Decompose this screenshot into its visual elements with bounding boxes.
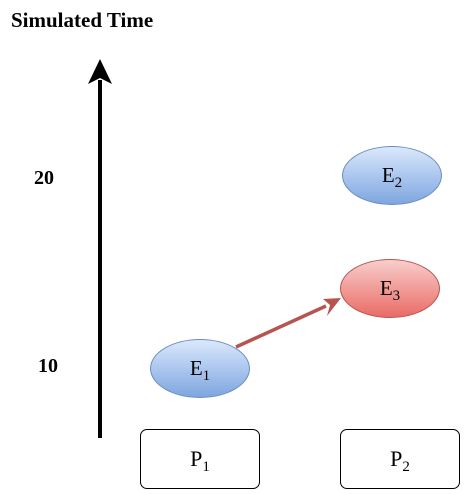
diagram-title: Simulated Time bbox=[11, 8, 154, 32]
event-e2-subscript: 2 bbox=[394, 175, 403, 191]
message-arrow-line bbox=[235, 304, 327, 349]
message-arrowhead bbox=[323, 298, 341, 316]
event-e2: E2 bbox=[342, 146, 442, 205]
event-e1-subscript: 1 bbox=[202, 368, 211, 384]
process-p1-label: P1 bbox=[190, 446, 210, 475]
process-p1-subscript: 1 bbox=[202, 459, 210, 475]
event-e1-label: E1 bbox=[189, 356, 211, 384]
process-p2-subscript: 2 bbox=[402, 459, 410, 475]
process-p2-label: P2 bbox=[390, 446, 410, 475]
process-p2-name: P bbox=[390, 446, 403, 471]
process-p2: P2 bbox=[340, 429, 460, 489]
event-e3: E3 bbox=[340, 259, 440, 318]
event-e3-name: E bbox=[379, 276, 393, 300]
event-e3-subscript: 3 bbox=[392, 288, 401, 304]
event-e3-label: E3 bbox=[379, 276, 401, 304]
event-e2-label: E2 bbox=[381, 163, 403, 191]
tick-label-20: 20 bbox=[34, 167, 54, 189]
process-p1-name: P bbox=[190, 446, 203, 471]
event-e1-name: E bbox=[189, 356, 203, 380]
time-axis-arrowhead bbox=[88, 59, 112, 84]
process-p1: P1 bbox=[140, 429, 260, 489]
tick-label-10: 10 bbox=[38, 355, 58, 377]
event-e2-name: E bbox=[381, 163, 395, 187]
event-e1: E1 bbox=[150, 339, 250, 398]
